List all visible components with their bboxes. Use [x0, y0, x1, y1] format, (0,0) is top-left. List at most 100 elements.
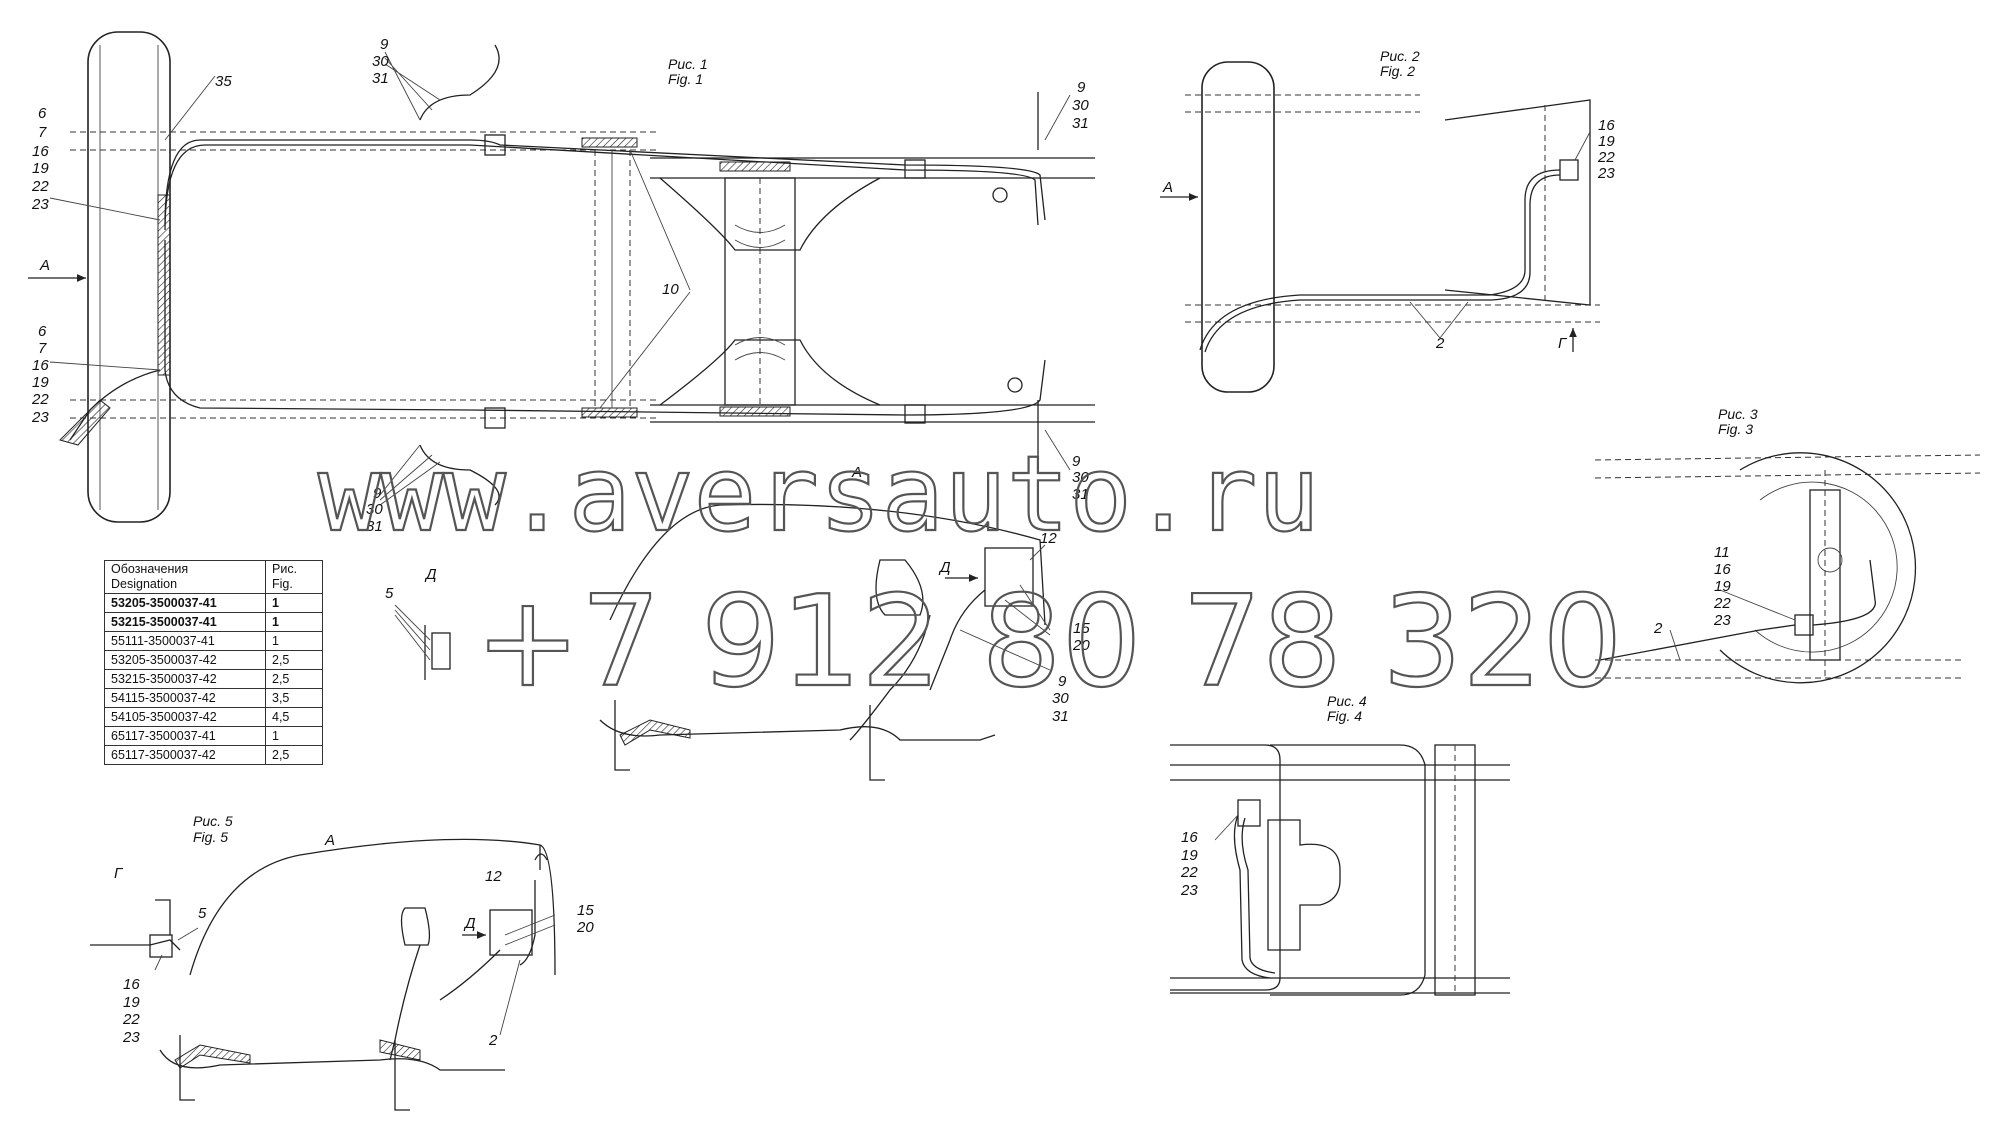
callout-7: 7 — [38, 124, 47, 141]
fig-1-caption-ru: Рис. 1 — [668, 56, 708, 72]
callout-23: 23 — [31, 196, 49, 213]
callout-30: 30 — [1052, 690, 1069, 707]
designation-cell: 65117-3500037-41 — [104, 726, 266, 746]
designation-table: Обозначения Designation Рис. Fig. 53205-… — [104, 560, 323, 765]
view-labels: A A A A Д Д Д Г Г — [39, 179, 1568, 932]
callout-2: 2 — [488, 1032, 498, 1049]
callout-19: 19 — [1714, 578, 1731, 595]
view-g-label: Г — [1558, 335, 1568, 352]
callout-19: 19 — [1181, 847, 1198, 864]
figure-4-drawing — [1170, 744, 1510, 996]
view-a-label: A — [851, 464, 862, 481]
fig-cell: 2,5 — [265, 669, 323, 689]
fig-4-caption-en: Fig. 4 — [1327, 708, 1362, 724]
callout-22: 22 — [1180, 864, 1198, 881]
callout-31: 31 — [1052, 708, 1069, 725]
callout-7: 7 — [38, 340, 47, 357]
designation-cell: 65117-3500037-42 — [104, 745, 266, 765]
callout-9: 9 — [380, 36, 389, 53]
callout-23: 23 — [1597, 165, 1615, 182]
callout-19: 19 — [1598, 133, 1615, 150]
callout-30: 30 — [1072, 469, 1089, 486]
table-header-fig: Рис. Fig. — [265, 560, 323, 594]
callout-10: 10 — [662, 281, 679, 298]
callout-6: 6 — [38, 105, 47, 122]
designation-header-en: Designation — [111, 577, 178, 591]
fig-cell: 4,5 — [265, 707, 323, 727]
fig-cell: 1 — [265, 631, 323, 651]
designation-header-ru: Обозначения — [111, 562, 189, 576]
callout-31: 31 — [366, 518, 383, 535]
fig-3-caption-en: Fig. 3 — [1718, 421, 1753, 437]
callout-15: 15 — [1073, 620, 1090, 637]
fig-4-caption-ru: Рис. 4 — [1327, 693, 1367, 709]
view-a-label: A — [324, 832, 335, 849]
callout-6: 6 — [38, 323, 47, 340]
designation-cell: 53215-3500037-42 — [104, 669, 266, 689]
callout-35: 35 — [215, 73, 232, 90]
figure-3-drawing — [1594, 452, 1981, 684]
callout-30: 30 — [1072, 97, 1089, 114]
designation-cell: 55111-3500037-41 — [104, 631, 266, 651]
callout-16: 16 — [1181, 829, 1198, 846]
fig-header-ru: Рис. — [272, 562, 298, 576]
callout-23: 23 — [122, 1029, 140, 1046]
designation-cell: 54115-3500037-42 — [104, 688, 266, 708]
designation-cell: 54105-3500037-42 — [104, 707, 266, 727]
watermark-site: www.aversauto.ru — [318, 433, 1320, 555]
callout-16: 16 — [123, 976, 140, 993]
figure-1-drawing — [28, 31, 1095, 523]
view-a-label: A — [39, 257, 50, 274]
fig-cell: 1 — [265, 612, 323, 632]
callout-16: 16 — [1598, 117, 1615, 134]
fig-cell: 1 — [265, 593, 323, 613]
callout-31: 31 — [372, 70, 389, 87]
view-g-label: Г — [114, 865, 124, 882]
callout-22: 22 — [31, 178, 49, 195]
callout-9: 9 — [373, 485, 382, 502]
callout-30: 30 — [372, 53, 389, 70]
callout-22: 22 — [1713, 595, 1731, 612]
figure-5-drawing — [90, 838, 556, 1111]
callout-20: 20 — [576, 919, 594, 936]
fig-1-caption-en: Fig. 1 — [668, 71, 703, 87]
designation-cell: 53215-3500037-41 — [104, 612, 266, 632]
callout-12: 12 — [1040, 530, 1057, 547]
fig-cell: 2,5 — [265, 745, 323, 765]
callout-22: 22 — [1597, 149, 1615, 166]
view-d-label: Д — [424, 566, 437, 583]
figure-captions: Рис. 1 Fig. 1 Рис. 2 Fig. 2 Рис. 3 Fig. … — [193, 48, 1758, 845]
fig-cell: 2,5 — [265, 650, 323, 670]
fig-5-caption-en: Fig. 5 — [193, 829, 228, 845]
fig-cell: 3,5 — [265, 688, 323, 708]
fig-2-caption-ru: Рис. 2 — [1380, 48, 1420, 64]
callout-22: 22 — [31, 391, 49, 408]
watermark-phone: +7 912 80 78 320 — [475, 568, 1623, 715]
callout-5: 5 — [198, 905, 207, 922]
callout-19: 19 — [32, 160, 49, 177]
fig-2-caption-en: Fig. 2 — [1380, 63, 1415, 79]
watermark: www.aversauto.ru +7 912 80 78 320 — [317, 432, 1624, 716]
designation-cell: 53205-3500037-42 — [104, 650, 266, 670]
fig-header-en: Fig. — [272, 577, 293, 591]
callout-9: 9 — [1072, 453, 1081, 470]
callout-2: 2 — [1435, 335, 1445, 352]
view-d-drawing — [394, 604, 451, 680]
callout-30: 30 — [366, 501, 383, 518]
callout-11: 11 — [1714, 544, 1730, 561]
callout-23: 23 — [1180, 882, 1198, 899]
central-cab-view — [599, 503, 1051, 781]
callout-19: 19 — [123, 994, 140, 1011]
callout-23: 23 — [31, 409, 49, 426]
view-d-label: Д — [938, 559, 951, 576]
callout-19: 19 — [32, 374, 49, 391]
